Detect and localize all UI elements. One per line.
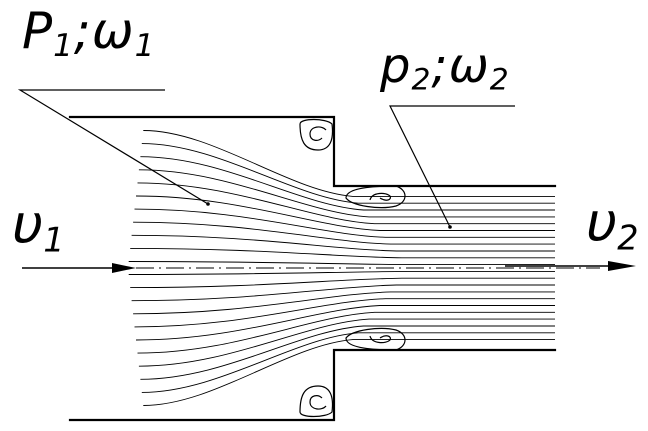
inlet-velocity-symbol: υ — [12, 193, 44, 256]
streamline — [138, 169, 555, 218]
inlet-velocity-subscript: 1 — [43, 220, 65, 260]
lower-wall — [68, 348, 557, 422]
inlet-pressure-subscript: 1 — [53, 27, 74, 64]
streamline — [143, 130, 555, 197]
outlet-area-symbol: ω — [448, 38, 490, 94]
streamline — [130, 247, 555, 259]
outlet-velocity-label: υ2 — [586, 196, 639, 255]
eddies — [299, 118, 406, 418]
streamline — [131, 234, 555, 252]
inlet-separator: ; — [73, 2, 92, 60]
outlet-pressure-subscript: 2 — [411, 62, 432, 98]
inlet-arrow-head — [112, 263, 136, 273]
streamline — [137, 311, 555, 354]
centerline-arrow — [22, 261, 636, 273]
eddy-upper-corner — [299, 118, 334, 151]
streamline — [128, 270, 555, 275]
eddy-upper-step — [345, 185, 406, 209]
streamline — [137, 182, 555, 225]
outlet-area-subscript: 2 — [489, 62, 510, 98]
leader-p2 — [389, 105, 515, 228]
inlet-pressure-area-label: P1;ω1 — [22, 6, 155, 62]
streamline — [138, 318, 555, 367]
upper-wall — [68, 115, 557, 188]
outlet-pressure-area-label: p2;ω2 — [380, 42, 510, 95]
streamline — [131, 284, 555, 302]
streamline — [143, 339, 555, 406]
streamline — [135, 195, 555, 231]
inlet-area-symbol: ω — [91, 2, 135, 60]
streamline — [140, 156, 555, 211]
streamline — [128, 261, 555, 266]
inlet-velocity-label: υ1 — [12, 198, 65, 257]
point-1-dot — [206, 202, 210, 206]
eddy-lower-step — [345, 327, 406, 351]
inlet-pressure-symbol: P — [22, 2, 54, 60]
streamlines — [128, 130, 555, 406]
streamline — [135, 305, 555, 341]
streamline — [134, 208, 555, 238]
streamline — [140, 325, 555, 380]
outlet-arrow-head — [608, 261, 636, 271]
leader-lines — [17, 89, 515, 228]
streamline — [133, 291, 555, 315]
pipe-walls — [68, 115, 557, 422]
streamline — [134, 298, 555, 328]
outlet-velocity-subscript: 2 — [617, 218, 639, 258]
eddy-lower-corner — [299, 385, 334, 418]
outlet-separator: ; — [431, 38, 449, 94]
inlet-area-subscript: 1 — [134, 27, 156, 64]
streamline — [133, 221, 555, 245]
streamline — [141, 332, 555, 393]
outlet-pressure-symbol: p — [380, 38, 412, 94]
streamline — [141, 143, 555, 204]
leader-p1 — [17, 89, 209, 205]
outlet-velocity-symbol: υ — [586, 191, 618, 254]
streamline — [130, 277, 555, 289]
point-2-dot — [448, 225, 452, 229]
